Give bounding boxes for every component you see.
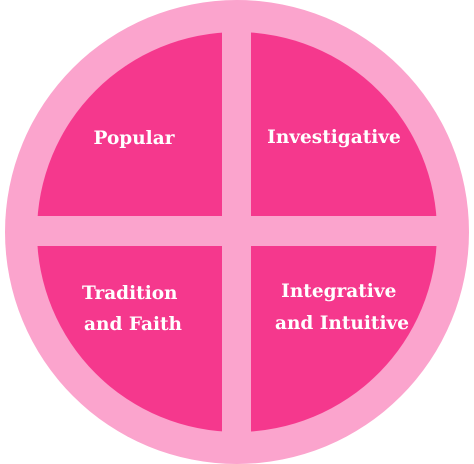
label-investigative-line-1: Investigative bbox=[267, 127, 401, 148]
label-integrative-and-intuitive: Integrative and Intuitive bbox=[275, 281, 409, 334]
label-integrative-line-1: Integrative bbox=[281, 281, 396, 302]
label-integrative-line-2: and Intuitive bbox=[275, 313, 409, 334]
label-tradition-line-2: and Faith bbox=[84, 314, 182, 335]
label-popular: Popular bbox=[94, 128, 175, 149]
label-tradition-and-faith: Tradition and Faith bbox=[82, 283, 184, 335]
outer-circle bbox=[5, 0, 469, 464]
label-popular-line-1: Popular bbox=[94, 128, 175, 149]
label-investigative: Investigative bbox=[267, 127, 401, 148]
label-tradition-line-1: Tradition bbox=[82, 283, 178, 304]
